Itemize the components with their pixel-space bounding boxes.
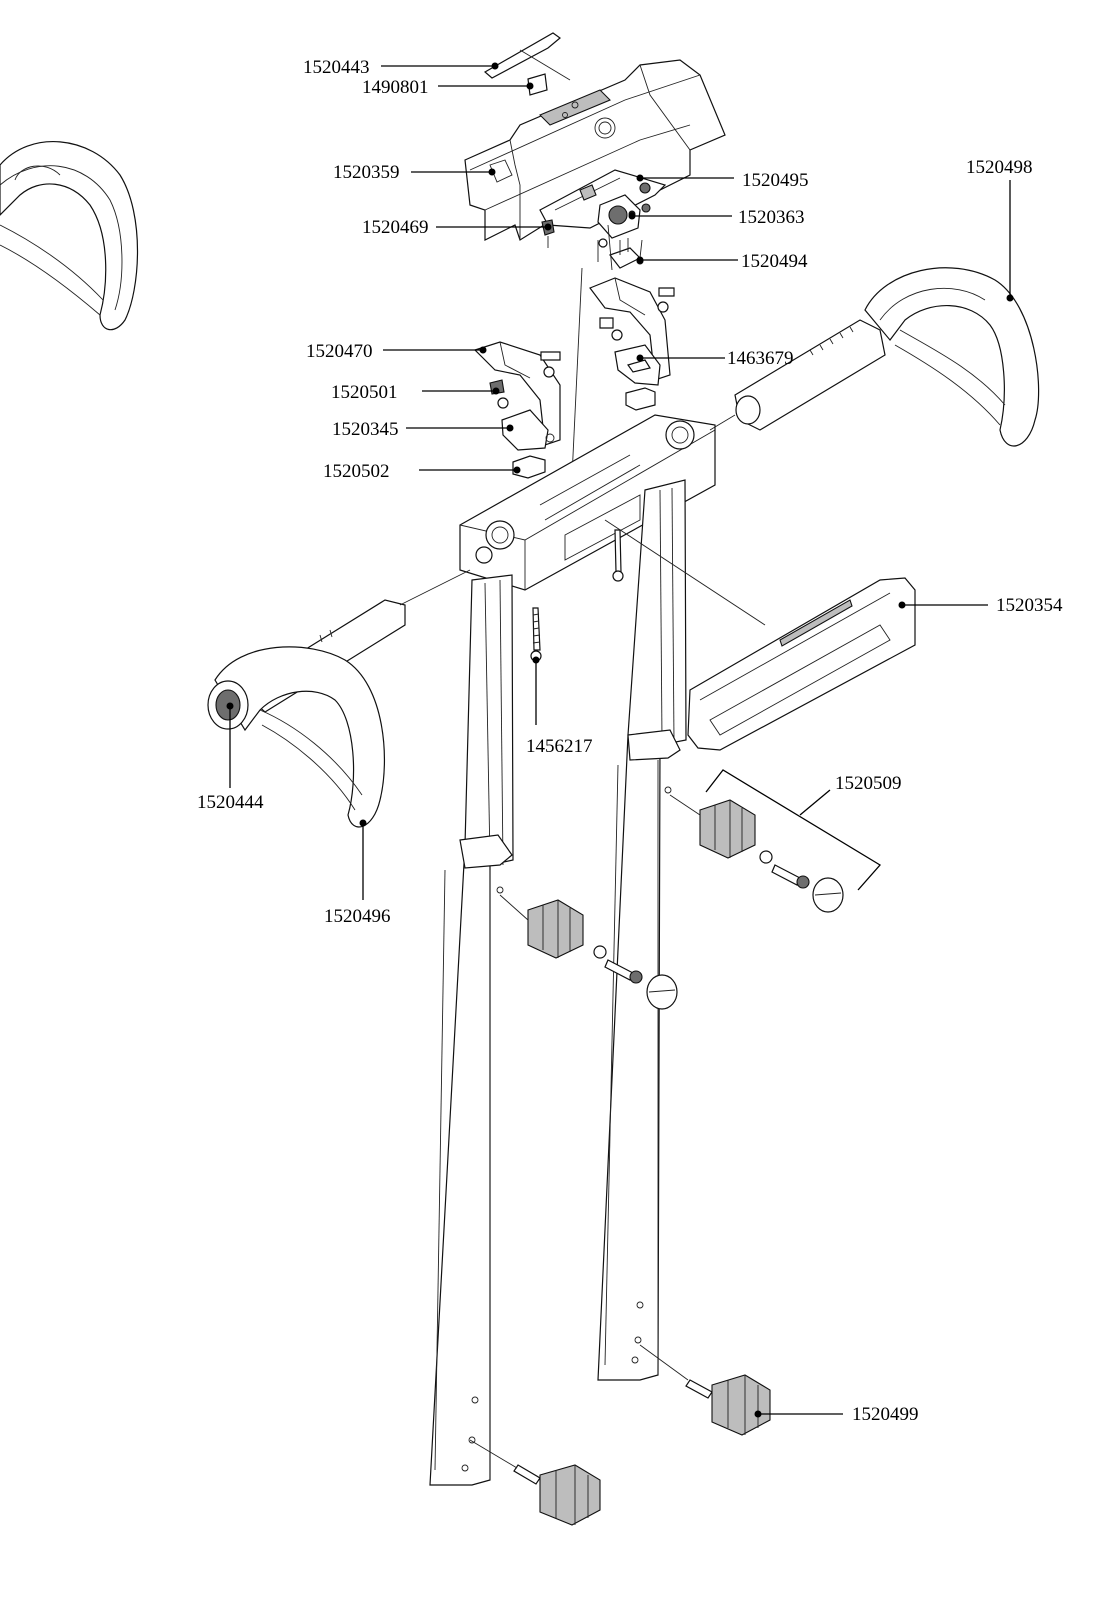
screws-small: [541, 219, 643, 262]
label-1456217: 1456217: [526, 736, 593, 757]
label-1520495: 1520495: [742, 170, 809, 191]
label-1520502: 1520502: [323, 461, 390, 482]
connector: [609, 238, 644, 269]
label-1520494: 1520494: [741, 251, 808, 272]
label-1463679: 1463679: [727, 348, 794, 369]
part-number-labels: 1520443 1490801 1520359 1520495 1520363 …: [197, 57, 1063, 1425]
top-cover: [464, 59, 726, 241]
handle-partial-top-left: [0, 141, 139, 331]
rubber-blocks: [512, 359, 656, 479]
label-1520444: 1520444: [197, 792, 264, 813]
clamp-bracket-left: [473, 341, 561, 451]
label-1520359: 1520359: [333, 162, 400, 183]
label-1520499: 1520499: [852, 1404, 919, 1425]
circuit-board: [539, 169, 667, 229]
side-pad: [687, 577, 916, 751]
label-1520345: 1520345: [332, 419, 399, 440]
label-1520496: 1520496: [324, 906, 391, 927]
height-knob-left: [513, 1464, 601, 1526]
label-1520443: 1520443: [303, 57, 370, 78]
handle-right: [734, 267, 1040, 447]
label-1520470: 1520470: [306, 341, 373, 362]
label-1520469: 1520469: [362, 217, 429, 238]
label-1520354: 1520354: [996, 595, 1063, 616]
leader-lines: [226, 62, 1014, 1418]
bracket-group-1520509: [705, 769, 882, 891]
upright-tube-right: [597, 479, 687, 1381]
crossbar-housing: [459, 414, 716, 591]
assembly-guide-lines: [399, 414, 766, 1469]
knob-assembly-upper: [699, 799, 844, 913]
knob-assembly-lower: [527, 899, 678, 1010]
label-1520498: 1520498: [966, 157, 1033, 178]
label-1520501: 1520501: [331, 382, 398, 403]
label-1520363: 1520363: [738, 207, 805, 228]
clamp-bracket-right: [589, 277, 671, 386]
upright-tube-left: [429, 574, 514, 1486]
label-1490801: 1490801: [362, 77, 429, 98]
height-knob-right: [685, 1374, 771, 1436]
bracket-strip: [483, 32, 571, 81]
label-1520509: 1520509: [835, 773, 902, 794]
label-plate: [527, 73, 548, 96]
